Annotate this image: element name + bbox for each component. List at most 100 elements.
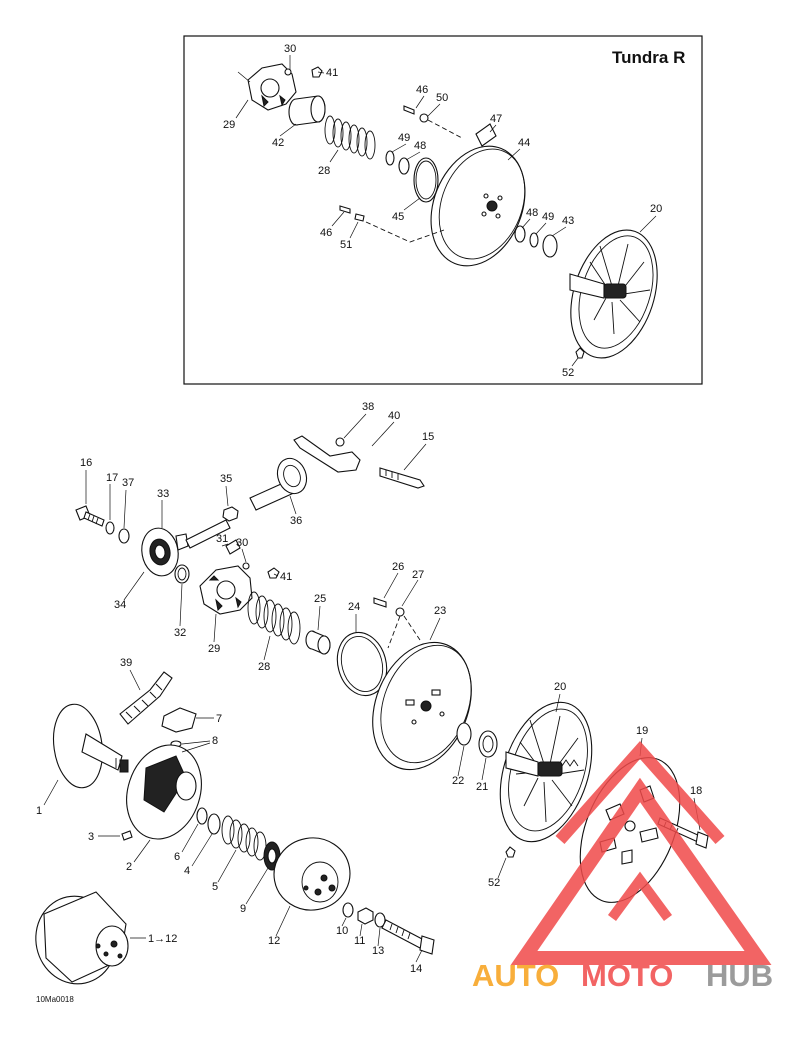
label-29-inset: 29 <box>223 119 235 131</box>
label-34: 34 <box>114 599 126 611</box>
label-31: 31 <box>216 533 228 545</box>
ring-45-inset <box>413 157 439 203</box>
washer-13 <box>374 912 386 928</box>
label-23: 23 <box>434 605 446 617</box>
label-10: 10 <box>336 925 348 937</box>
bushing-25 <box>305 630 331 655</box>
spring-5 <box>221 815 267 861</box>
label-2: 2 <box>126 861 132 873</box>
label-50-inset: 50 <box>436 92 448 104</box>
bushing-48b-inset <box>514 225 526 243</box>
nut-41-inset <box>311 66 323 78</box>
movable-half-2 <box>126 744 202 840</box>
inset-panel: Tundra R <box>183 35 703 385</box>
label-20: 20 <box>554 681 566 693</box>
label-18: 18 <box>690 785 702 797</box>
label-15: 15 <box>422 431 434 443</box>
label-6: 6 <box>174 851 180 863</box>
stud-33 <box>185 519 231 549</box>
washer-37 <box>118 528 130 544</box>
bracket-40 <box>293 435 425 489</box>
inset-title: Tundra R <box>612 48 685 67</box>
spider-29-inset <box>237 63 297 111</box>
assembly-1-12 <box>35 891 129 985</box>
label-25: 25 <box>314 593 326 605</box>
label-48b-inset: 48 <box>526 207 538 219</box>
washer-49b-inset <box>529 232 539 248</box>
ring-6 <box>196 807 208 825</box>
label-33: 33 <box>157 488 169 500</box>
label-1: 1 <box>36 805 42 817</box>
label-17: 17 <box>106 472 118 484</box>
label-19: 19 <box>636 725 648 737</box>
watermark-moto: MOTO <box>581 958 673 993</box>
label-11: 11 <box>354 935 365 947</box>
sheave-20-inset <box>569 229 658 359</box>
shoe-7 <box>161 707 197 733</box>
label-46b-inset: 46 <box>320 227 332 239</box>
cover-12 <box>273 837 351 911</box>
label-14: 14 <box>410 963 422 975</box>
label-30-inset: 30 <box>284 43 296 55</box>
label-1-12: 1→12 <box>148 933 177 945</box>
shaft-36 <box>249 457 308 511</box>
watermark-hub: HUB <box>706 958 773 993</box>
label-45-inset: 45 <box>392 211 404 223</box>
bolt-46-inset <box>403 105 415 115</box>
label-29: 29 <box>208 643 220 655</box>
label-52-inset: 52 <box>562 367 574 379</box>
triangle-logo-icon <box>510 777 772 965</box>
label-36: 36 <box>290 515 302 527</box>
label-8: 8 <box>212 735 218 747</box>
label-12: 12 <box>268 935 280 947</box>
nut-11 <box>357 907 374 925</box>
ring-4 <box>207 813 221 835</box>
washer-10 <box>342 902 354 918</box>
label-13: 13 <box>372 945 384 957</box>
label-46-inset: 46 <box>416 84 428 96</box>
bolt-26 <box>373 597 387 608</box>
washer-17 <box>105 521 115 535</box>
bushing-48-inset <box>398 157 410 175</box>
label-47-inset: 47 <box>490 113 502 125</box>
pin-31 <box>225 539 241 555</box>
label-38: 38 <box>362 401 374 413</box>
spring-28-inset <box>324 115 376 160</box>
label-40: 40 <box>388 410 400 422</box>
sheave-44-inset <box>430 145 526 267</box>
label-22: 22 <box>452 775 464 787</box>
label-41-inset: 41 <box>326 67 338 79</box>
label-37: 37 <box>122 477 134 489</box>
bolt-46b-inset <box>339 205 351 214</box>
belt-segment-39 <box>119 671 173 725</box>
label-9: 9 <box>240 903 246 915</box>
label-49b-inset: 49 <box>542 211 554 223</box>
label-39: 39 <box>120 657 132 669</box>
screw-15 <box>379 467 425 489</box>
label-24: 24 <box>348 601 360 613</box>
ring-24 <box>336 631 388 697</box>
washer-43-inset <box>542 234 558 258</box>
bearing-33 <box>141 527 189 577</box>
label-42-inset: 42 <box>272 137 284 149</box>
nut-41 <box>267 567 280 579</box>
washer-22 <box>456 722 472 746</box>
label-4: 4 <box>184 865 190 877</box>
label-35: 35 <box>220 473 232 485</box>
label-49-inset: 49 <box>398 132 410 144</box>
label-30: 30 <box>236 537 248 549</box>
label-21: 21 <box>476 781 488 793</box>
label-48-inset: 48 <box>414 140 426 152</box>
sheave-20 <box>499 701 593 843</box>
bolt-16 <box>75 505 105 527</box>
spider-29 <box>199 565 253 615</box>
watermark-auto: AUTO <box>472 958 559 993</box>
fixed-half-1 <box>52 703 129 789</box>
label-26: 26 <box>392 561 404 573</box>
label-41: 41 <box>280 571 292 583</box>
sheave-23 <box>372 641 472 771</box>
ring-42-inset <box>288 95 326 126</box>
nut-30-inset <box>284 68 292 76</box>
washer-51-inset <box>354 213 365 222</box>
